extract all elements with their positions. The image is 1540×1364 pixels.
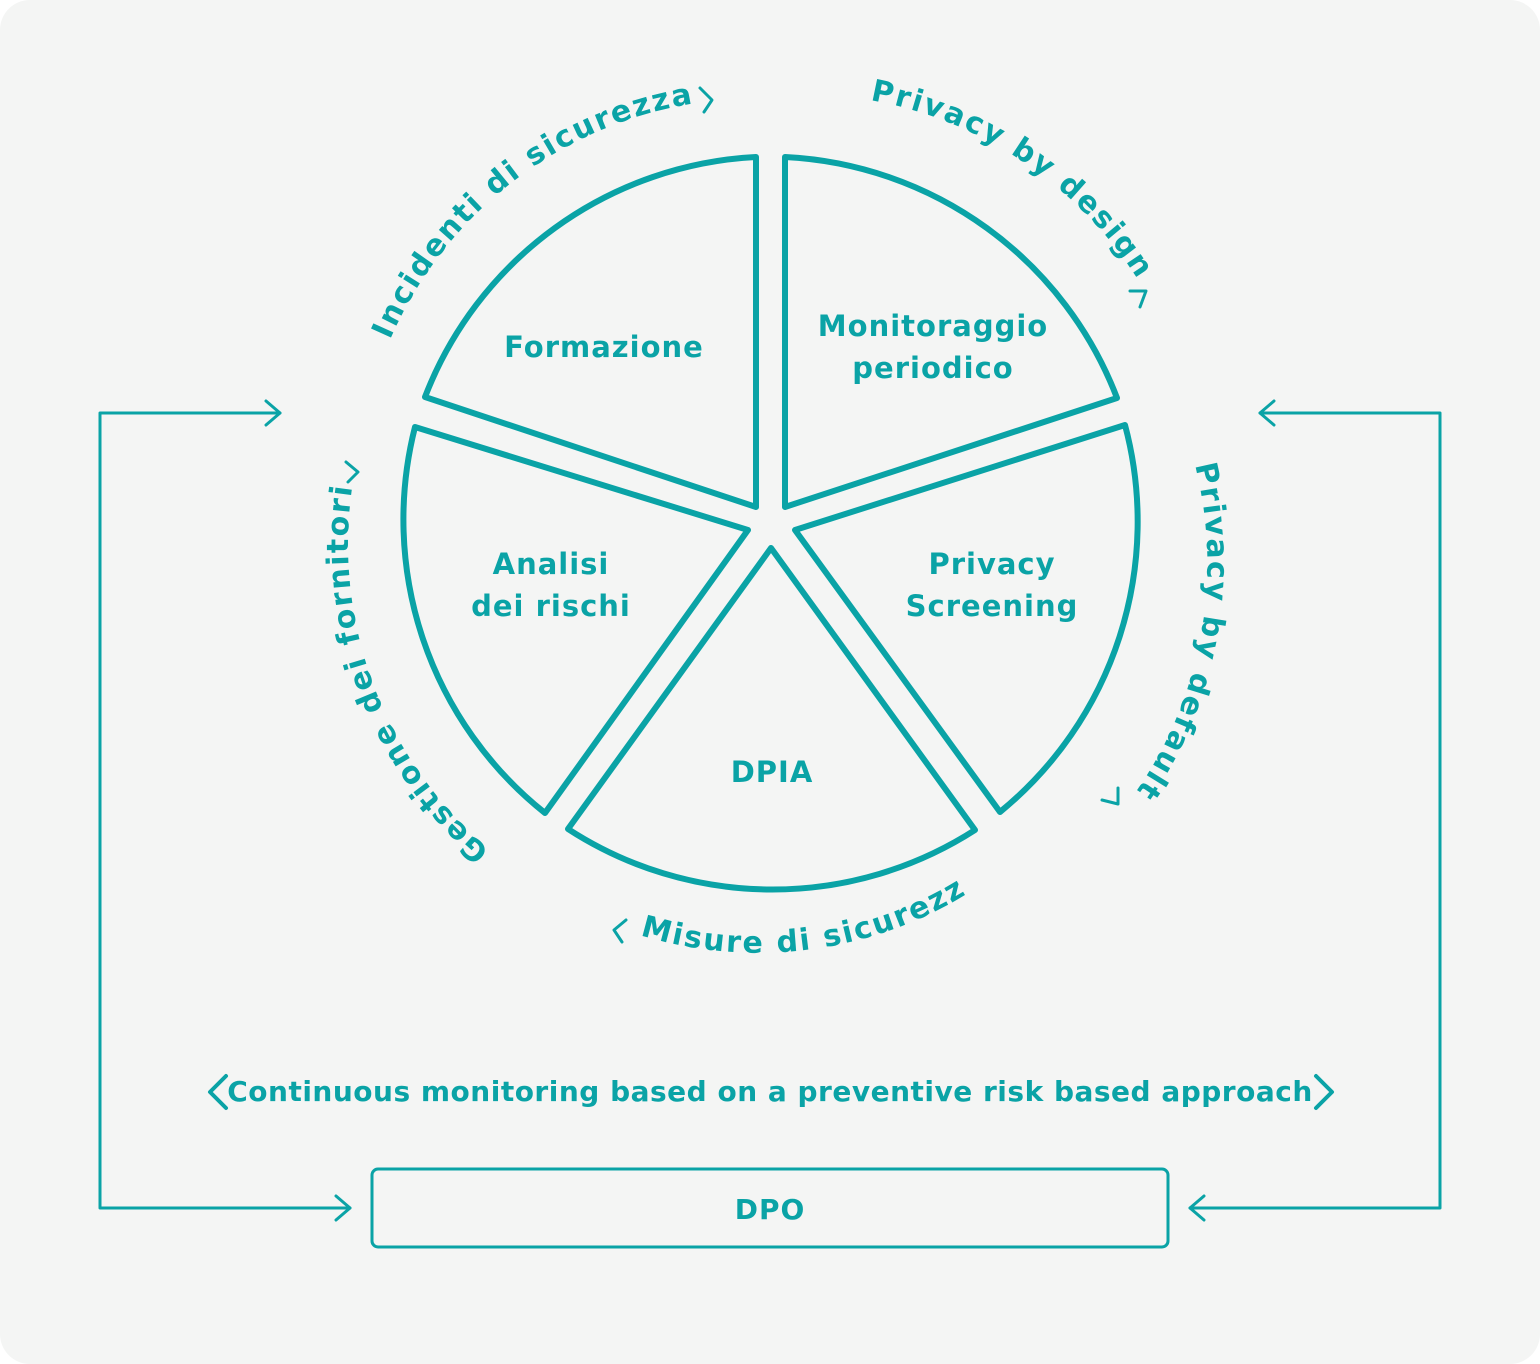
- chevron-left-icon: [208, 1074, 228, 1110]
- segment-analisi: [400, 424, 751, 816]
- segment-monitoraggio-label-line2: periodico: [852, 351, 1013, 385]
- right-loop-arrow-icon-bottom: [1188, 1194, 1206, 1222]
- left-loop-arrow-icon-top: [264, 399, 282, 427]
- right-loop-arrow-icon-top: [1258, 399, 1276, 427]
- outer-label-incidenti: Incidenti di sicurezza: [365, 76, 696, 343]
- segment-analisi-label-line1: Analisi: [493, 547, 610, 581]
- dpo-box: [370, 1167, 1170, 1249]
- outer-label-privacy-default-text: Privacy by default: [1129, 459, 1233, 808]
- right-loop-line: [1188, 411, 1442, 1210]
- cycle-chevron-icon-default: [1100, 786, 1120, 806]
- outer-label-incidenti-text: Incidenti di sicurezza: [365, 76, 694, 343]
- cycle-chevron-icon-gestione: [344, 460, 360, 484]
- segment-dpia: [565, 545, 978, 893]
- outer-label-misure-text: Misure di sicurezza: [0, 0, 970, 961]
- segment-privacy-screening-label-line2: Screening: [906, 589, 1079, 623]
- segment-monitoraggio: [782, 154, 1120, 510]
- caption-text: Continuous monitoring based on a prevent…: [227, 1075, 1313, 1108]
- outer-label-privacy-default: Privacy by default: [1129, 459, 1235, 808]
- segment-formazione-label: Formazione: [504, 330, 704, 364]
- segment-monitoraggio-label-line1: Monitoraggio: [818, 309, 1048, 343]
- segment-analisi-label-line2: dei rischi: [471, 589, 631, 623]
- segment-dpia-label: DPIA: [731, 755, 814, 789]
- left-loop-line: [98, 411, 352, 1210]
- cycle-chevron-icon-incidenti: [698, 86, 714, 114]
- segment-privacy-screening-label-line1: Privacy: [928, 547, 1055, 581]
- left-loop-arrow-icon-bottom: [334, 1194, 352, 1222]
- dpo-label: DPO: [735, 1193, 806, 1226]
- segment-formazione: [422, 154, 759, 510]
- outer-label-misure: Misure di sicurezza: [0, 0, 972, 961]
- chevron-right-icon: [1314, 1074, 1334, 1110]
- pie-chart: [400, 154, 1141, 893]
- outer-label-gestione: Gestione dei fornitori: [321, 482, 495, 871]
- cycle-chevron-icon-misure: [612, 918, 628, 944]
- cycle-chevron-icon-design: [1128, 289, 1148, 309]
- segment-privacy-screening: [792, 422, 1141, 815]
- outer-label-gestione-text: Gestione dei fornitori: [321, 482, 493, 871]
